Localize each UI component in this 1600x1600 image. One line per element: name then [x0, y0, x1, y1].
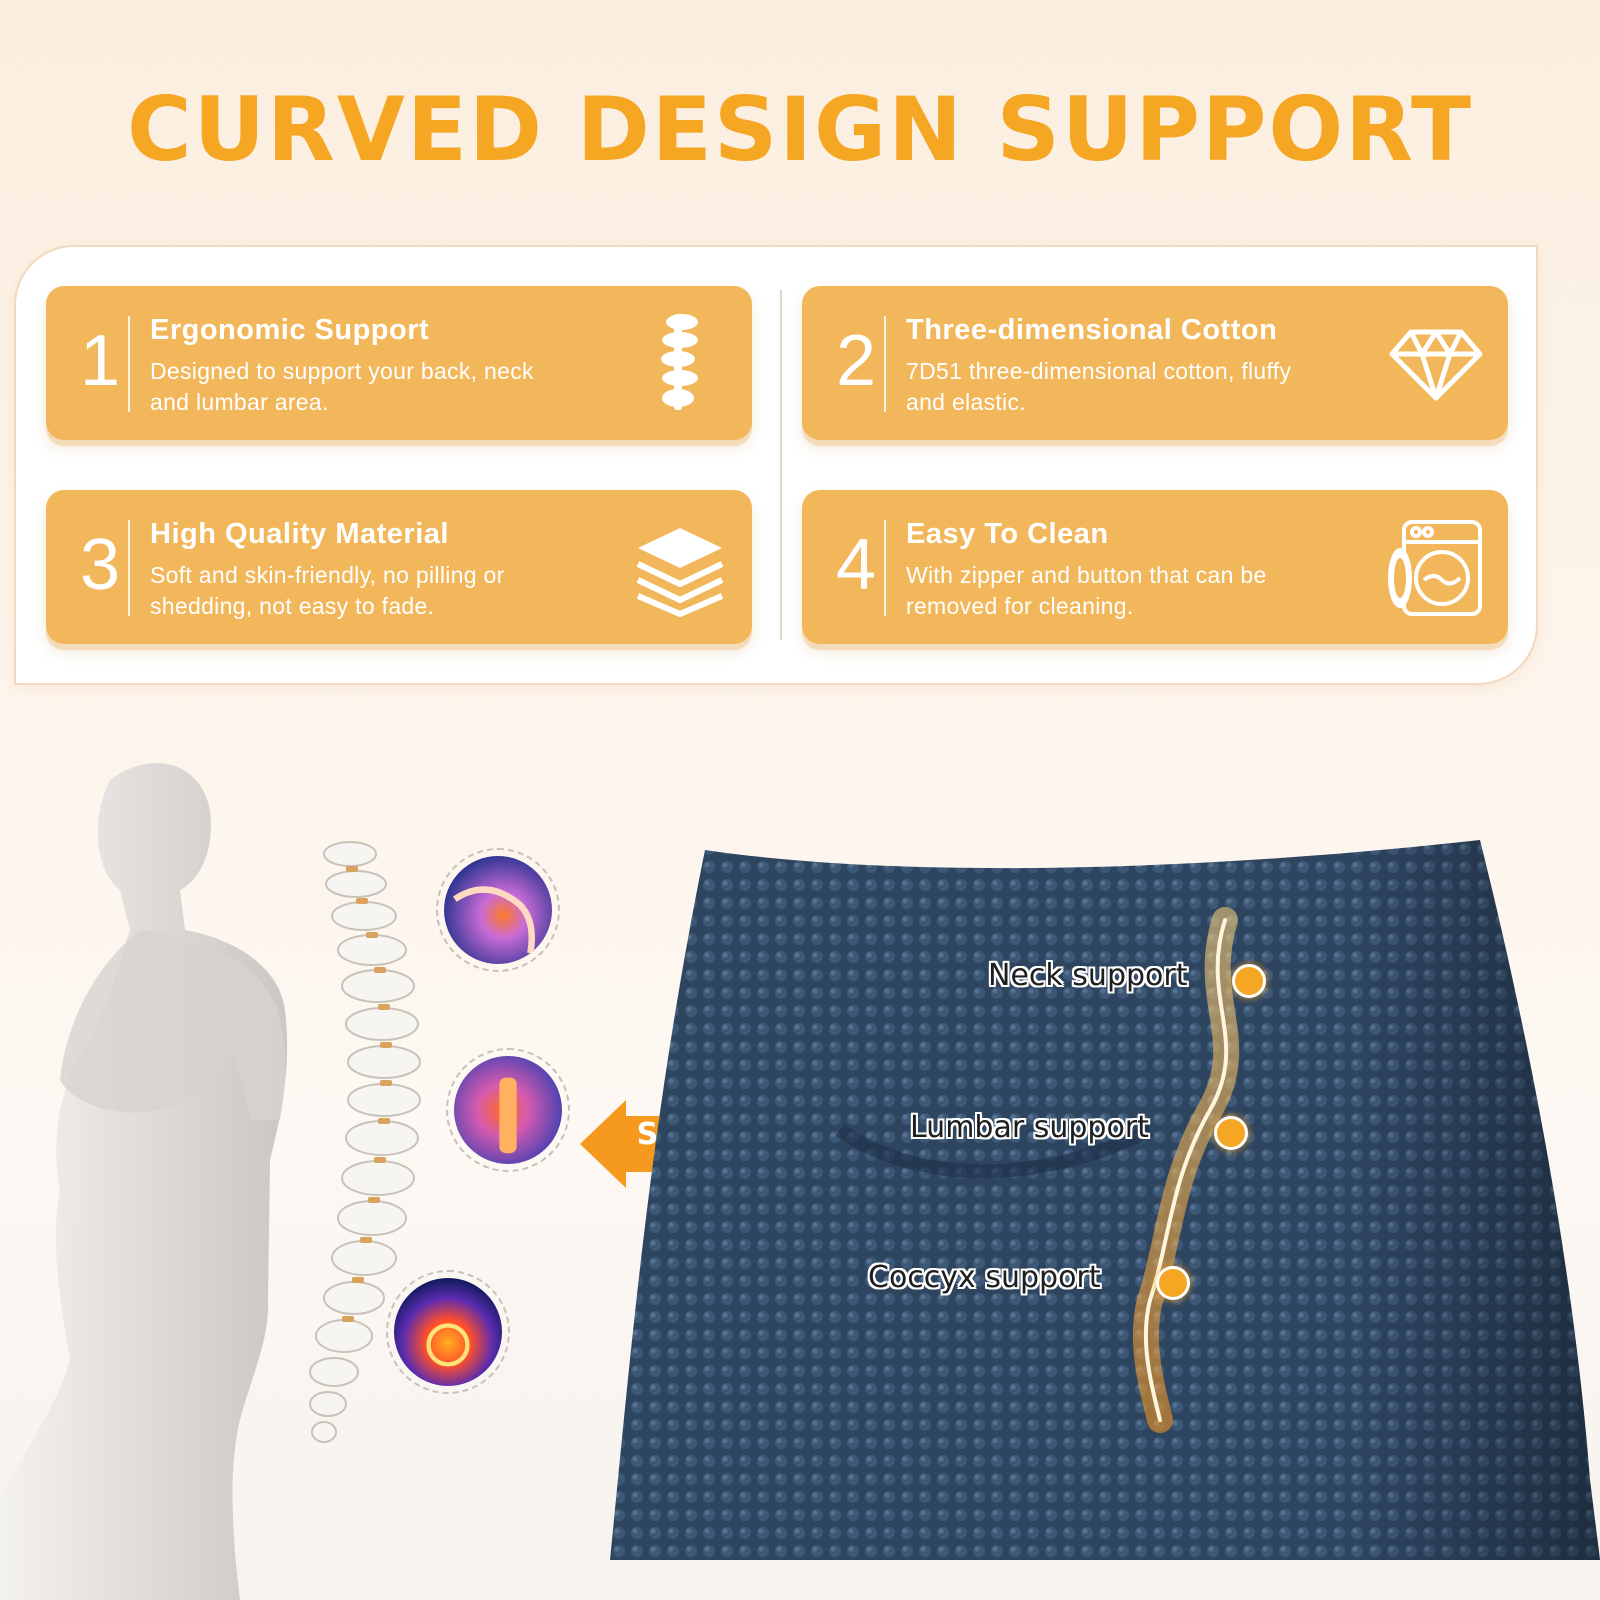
card-separator	[884, 316, 886, 412]
spine-illustration	[290, 840, 450, 1450]
callout-dot-coccyx	[1156, 1266, 1190, 1300]
feature-description-line: removed for cleaning.	[906, 593, 1134, 619]
panel-divider	[780, 290, 782, 640]
headline: CURVED DESIGN SUPPORT	[127, 78, 1473, 181]
feature-description-line: 7D51 three-dimensional cotton, fluffy	[906, 358, 1292, 384]
callout-dot-neck	[1232, 964, 1266, 998]
feature-title: Easy To Clean	[906, 518, 1109, 550]
card-separator	[128, 520, 130, 616]
card-separator	[884, 520, 886, 616]
diamond-icon	[1386, 310, 1486, 416]
feature-description: With zipper and button that can be remov…	[906, 560, 1376, 622]
feature-number: 4	[835, 525, 877, 605]
layers-icon	[630, 514, 730, 620]
neck-pain-image	[446, 1048, 570, 1172]
feature-number: 1	[79, 321, 121, 401]
washing-machine-icon	[1386, 514, 1486, 620]
shoulder-pain-image	[436, 848, 560, 972]
feature-description-line: With zipper and button that can be	[906, 562, 1267, 588]
feature-title: Three-dimensional Cotton	[906, 314, 1278, 346]
feature-description-line: Soft and skin-friendly, no pilling or	[150, 562, 505, 588]
card-separator	[128, 316, 130, 412]
feature-description: Designed to support your back, neck and …	[150, 356, 620, 418]
callout-coccyx: Coccyx support	[868, 1260, 1101, 1295]
feature-card-4: 4 Easy To Clean With zipper and button t…	[802, 490, 1508, 644]
feature-card-3: 3 High Quality Material Soft and skin-fr…	[46, 490, 752, 644]
callout-neck: Neck support	[988, 958, 1188, 993]
feature-description-line: shedding, not easy to fade.	[150, 593, 435, 619]
feature-description: Soft and skin-friendly, no pilling or sh…	[150, 560, 620, 622]
feature-title: High Quality Material	[150, 518, 449, 550]
feature-description: 7D51 three-dimensional cotton, fluffy an…	[906, 356, 1376, 418]
human-figure-illustration	[0, 740, 330, 1600]
feature-card-2: 2 Three-dimensional Cotton 7D51 three-di…	[802, 286, 1508, 440]
callout-dot-lumbar	[1214, 1116, 1248, 1150]
wedge-pillow-image	[610, 840, 1600, 1560]
lower-back-pain-image	[386, 1270, 510, 1394]
spine-icon	[630, 310, 730, 416]
feature-description-line: and lumbar area.	[150, 389, 329, 415]
feature-number: 3	[79, 525, 121, 605]
callout-lumbar: Lumbar support	[910, 1110, 1149, 1145]
feature-description-line: and elastic.	[906, 389, 1026, 415]
feature-number: 2	[835, 321, 877, 401]
feature-title: Ergonomic Support	[150, 314, 430, 346]
feature-description-line: Designed to support your back, neck	[150, 358, 534, 384]
feature-card-1: 1 Ergonomic Support Designed to support …	[46, 286, 752, 440]
